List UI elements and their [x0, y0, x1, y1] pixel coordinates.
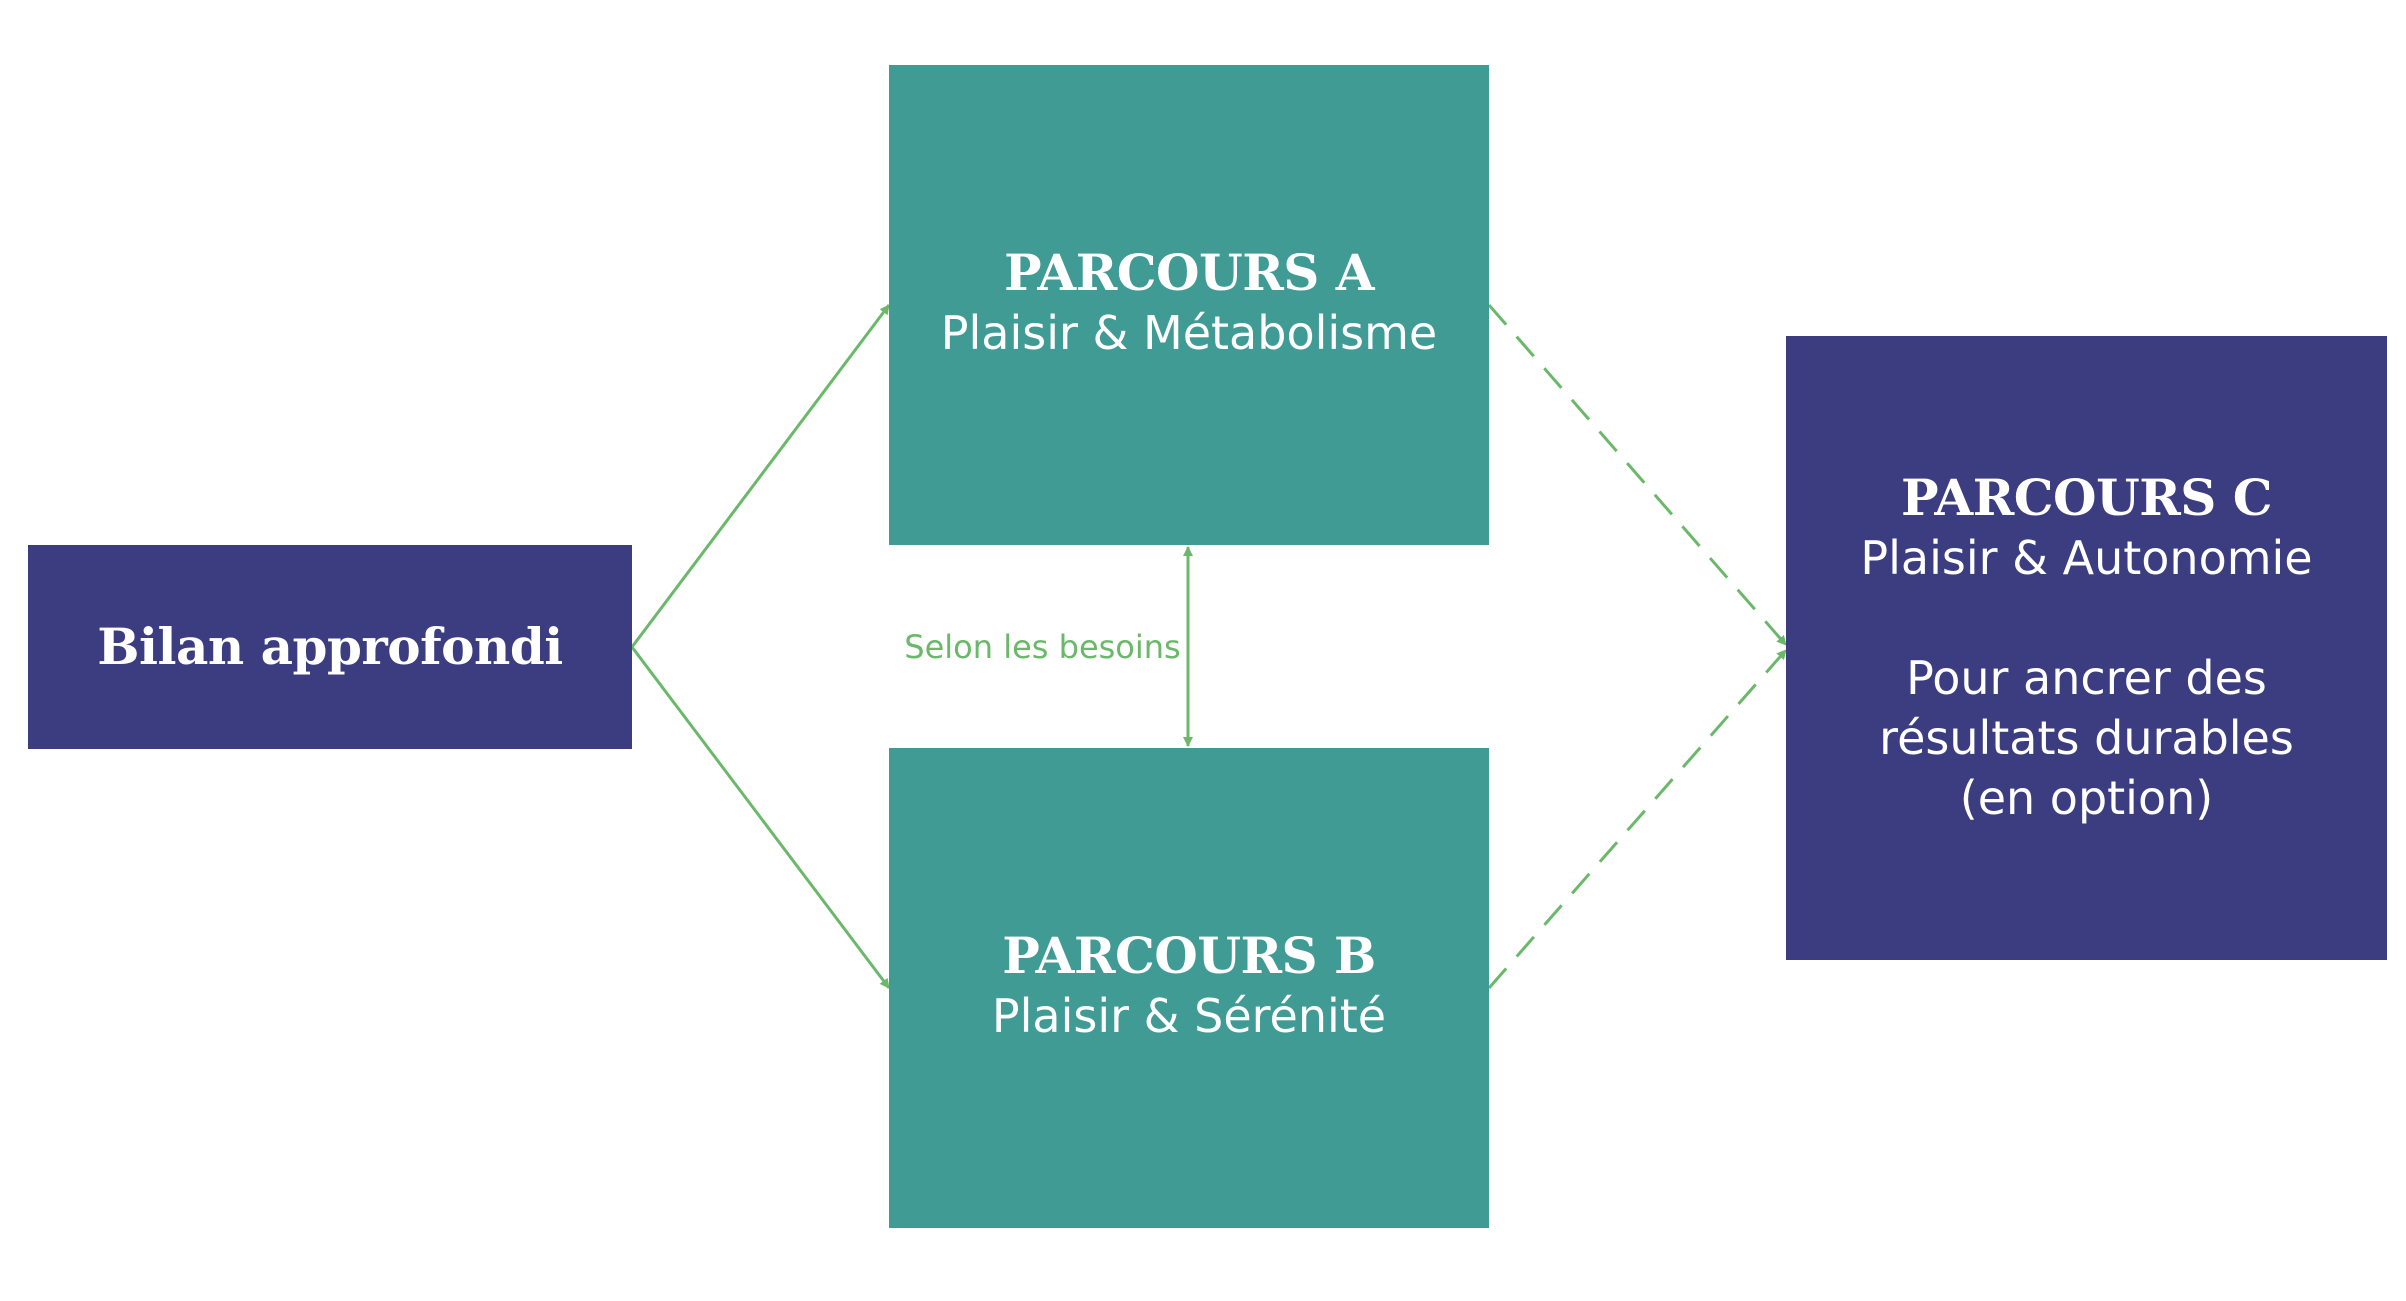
edge-bilan-to-parcours-a: [630, 304, 891, 648]
edge-parcours-b-to-parcours-c: [1487, 649, 1788, 989]
node-subtitle: Plaisir & Sérénité: [991, 989, 1387, 1043]
edge-parcours-a-to-parcours-c: [1487, 304, 1788, 646]
node-subtitle: Plaisir & Métabolisme: [940, 306, 1438, 360]
node-title: PARCOURS A: [1003, 243, 1375, 302]
node-parcours-c: PARCOURS C Plaisir & Autonomie Pour ancr…: [1786, 336, 2387, 960]
node-title: PARCOURS B: [1002, 926, 1376, 985]
edge-bilan-to-parcours-b: [630, 646, 891, 989]
node-note: Pour ancrer des résultats durables (en o…: [1879, 651, 2294, 825]
node-bilan-approfondi: Bilan approfondi: [28, 545, 632, 749]
node-title: PARCOURS C: [1900, 468, 2273, 527]
node-subtitle: Plaisir & Autonomie: [1860, 531, 2313, 585]
node-parcours-a: PARCOURS A Plaisir & Métabolisme: [889, 65, 1489, 545]
node-title: Bilan approfondi: [97, 617, 563, 676]
edge-label-selon-les-besoins: Selon les besoins: [904, 628, 1181, 666]
node-parcours-b: PARCOURS B Plaisir & Sérénité: [889, 748, 1489, 1228]
